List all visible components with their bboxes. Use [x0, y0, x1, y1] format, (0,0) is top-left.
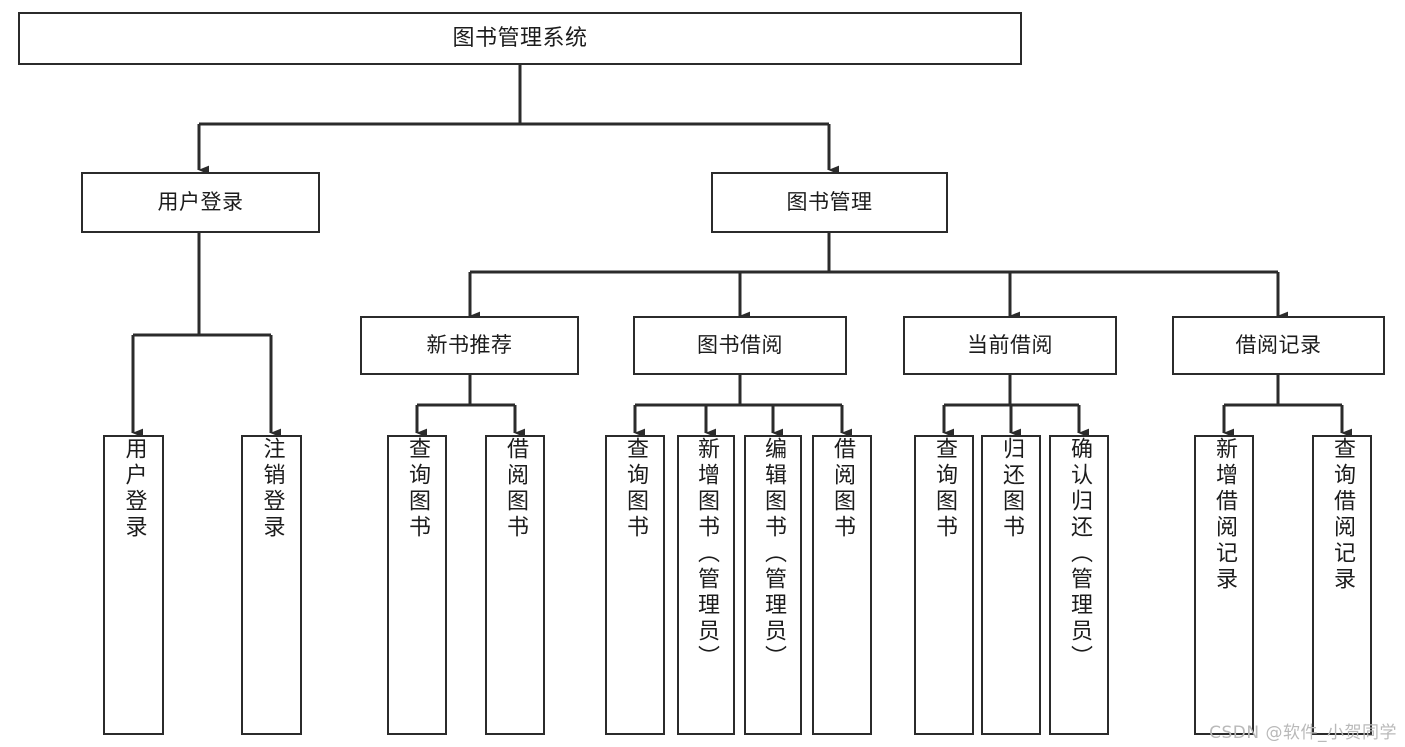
- node-new-book-recommend[interactable]: 新书推荐: [360, 316, 579, 375]
- node-label: 查询图书: [405, 437, 430, 541]
- leaf-current-borrow-confirm-return-admin[interactable]: 确认归还（管理员）: [1049, 435, 1109, 735]
- leaf-user-login-login[interactable]: 用户登录: [103, 435, 164, 735]
- node-root-book-management-system[interactable]: 图书管理系统: [18, 12, 1022, 65]
- node-label: 借阅图书: [830, 437, 855, 541]
- leaf-book-borrow-add-book-admin[interactable]: 新增图书（管理员）: [677, 435, 735, 735]
- node-label: 当前借阅: [967, 333, 1053, 358]
- node-label: 新增图书（管理员）: [694, 437, 719, 671]
- leaf-book-borrow-edit-book-admin[interactable]: 编辑图书（管理员）: [744, 435, 802, 735]
- node-label: 查询图书: [623, 437, 648, 541]
- node-user-login[interactable]: 用户登录: [81, 172, 320, 233]
- node-book-borrow[interactable]: 图书借阅: [633, 316, 847, 375]
- watermark-text: CSDN @软件_小贺同学: [1209, 723, 1397, 743]
- node-label: 查询借阅记录: [1330, 437, 1355, 593]
- leaf-current-borrow-return-book[interactable]: 归还图书: [981, 435, 1041, 735]
- node-book-management[interactable]: 图书管理: [711, 172, 948, 233]
- node-label: 用户登录: [157, 190, 244, 215]
- leaf-new-book-borrow-book[interactable]: 借阅图书: [485, 435, 545, 735]
- leaf-borrow-record-query-record[interactable]: 查询借阅记录: [1312, 435, 1372, 735]
- leaf-book-borrow-borrow-book[interactable]: 借阅图书: [812, 435, 872, 735]
- node-label: 新书推荐: [426, 333, 513, 358]
- node-label: 归还图书: [999, 437, 1024, 541]
- node-label: 查询图书: [932, 437, 957, 541]
- leaf-borrow-record-add-record[interactable]: 新增借阅记录: [1194, 435, 1254, 735]
- leaf-book-borrow-query-book[interactable]: 查询图书: [605, 435, 665, 735]
- node-label: 确认归还（管理员）: [1067, 437, 1092, 671]
- node-label: 图书借阅: [697, 333, 783, 358]
- node-label: 借阅图书: [503, 437, 528, 541]
- node-current-borrow[interactable]: 当前借阅: [903, 316, 1117, 375]
- leaf-current-borrow-query-book[interactable]: 查询图书: [914, 435, 974, 735]
- node-label: 用户登录: [121, 437, 147, 541]
- node-borrow-record[interactable]: 借阅记录: [1172, 316, 1385, 375]
- node-label: 新增借阅记录: [1212, 437, 1237, 593]
- node-label: 图书管理: [786, 190, 873, 215]
- node-label: 借阅记录: [1235, 333, 1322, 358]
- leaf-new-book-query-book[interactable]: 查询图书: [387, 435, 447, 735]
- leaf-user-login-logout[interactable]: 注销登录: [241, 435, 302, 735]
- node-label: 注销登录: [259, 437, 285, 541]
- node-label: 编辑图书（管理员）: [761, 437, 786, 671]
- node-label: 图书管理系统: [452, 25, 588, 51]
